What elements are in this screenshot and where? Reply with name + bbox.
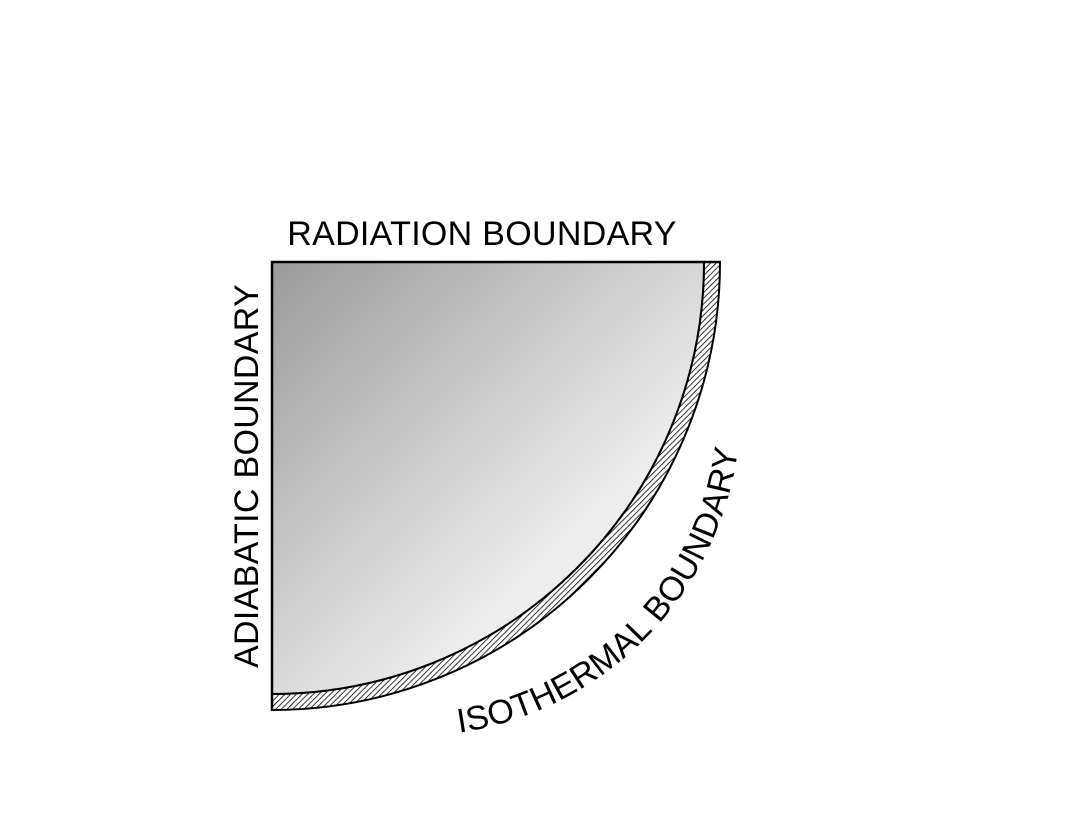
domain-quarter-circle — [271, 261, 706, 696]
adiabatic-boundary-label: ADIABATIC BOUNDARY — [228, 284, 266, 668]
radiation-boundary-label: RADIATION BOUNDARY — [287, 215, 677, 253]
